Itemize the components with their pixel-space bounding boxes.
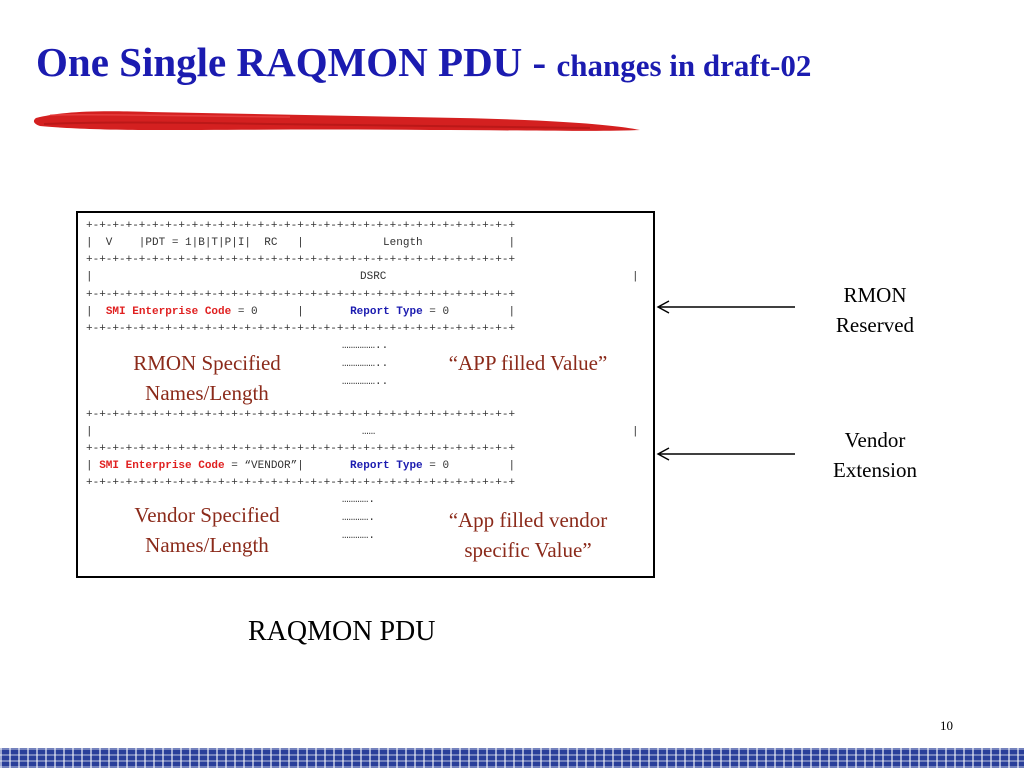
pdu-diagram-box: +-+-+-+-+-+-+-+-+-+-+-+-+-+-+-+-+-+-+-+-… (76, 211, 655, 578)
ellipsis-row-right: | (632, 426, 639, 438)
report-type-value: = 0 | (422, 306, 516, 318)
vendor-extension-arrow (656, 447, 795, 461)
vendor-extension-line-1: Vendor (844, 428, 906, 452)
dotted-separator: …………. (342, 512, 376, 524)
smi-enterprise-code-value: = “VENDOR”| (224, 460, 351, 472)
vendor-value-line-1: “App filled vendor (448, 508, 608, 532)
bit-border-line: +-+-+-+-+-+-+-+-+-+-+-+-+-+-+-+-+-+-+-+-… (86, 409, 516, 421)
vendor-extension-line-2: Extension (833, 458, 917, 482)
rmon-specified-line-1: RMON Specified (133, 351, 281, 375)
ellipsis-row-left: | (86, 426, 93, 438)
app-filled-vendor-value: “App filled vendor specific Value” (410, 505, 646, 565)
diagram-caption: RAQMON PDU (248, 616, 436, 647)
rmon-reserved-line-2: Reserved (835, 313, 915, 337)
row-prefix: | (86, 306, 106, 318)
page-number: 10 (940, 718, 953, 733)
bit-border-line: +-+-+-+-+-+-+-+-+-+-+-+-+-+-+-+-+-+-+-+-… (86, 220, 516, 232)
vendor-value-line-2: specific Value” (464, 538, 592, 562)
dotted-separator: …………. (342, 494, 376, 506)
rmon-reserved-line-1: RMON (843, 283, 907, 307)
rmon-specified-line-2: Names/Length (145, 381, 269, 405)
report-type-value: = 0 | (422, 460, 516, 472)
vendor-specified-line-1: Vendor Specified (134, 503, 280, 527)
bit-border-line: +-+-+-+-+-+-+-+-+-+-+-+-+-+-+-+-+-+-+-+-… (86, 477, 516, 489)
bit-border-line: +-+-+-+-+-+-+-+-+-+-+-+-+-+-+-+-+-+-+-+-… (86, 289, 516, 301)
rmon-reserved-label: RMON Reserved (810, 280, 940, 340)
row-prefix: | (86, 460, 100, 472)
red-brush-stroke (33, 111, 641, 131)
rmon-specified-names: RMON Specified Names/Length (96, 348, 318, 408)
bit-border-line: +-+-+-+-+-+-+-+-+-+-+-+-+-+-+-+-+-+-+-+-… (86, 323, 516, 335)
bit-border-line: +-+-+-+-+-+-+-+-+-+-+-+-+-+-+-+-+-+-+-+-… (86, 443, 516, 455)
rmon-smi-row: | SMI Enterprise Code = 0 | Report Type … (86, 306, 515, 319)
slide-title: One Single RAQMON PDU - changes in draft… (36, 38, 811, 86)
smi-enterprise-code-label: SMI Enterprise Code (105, 306, 232, 318)
footer-pattern-band (0, 748, 1024, 768)
title-subtitle: changes in draft-02 (556, 48, 812, 83)
smi-enterprise-code-value: = 0 | (231, 306, 351, 318)
dotted-separator: …………….. (342, 340, 389, 352)
dsrc-label: DSRC (360, 271, 387, 283)
vendor-smi-row: | SMI Enterprise Code = “VENDOR”| Report… (86, 460, 515, 473)
ellipsis-label: …… (362, 426, 376, 438)
report-type-label: Report Type (350, 306, 423, 318)
header-row: | V |PDT = 1|B|T|P|I| RC | Length | (86, 237, 516, 249)
dotted-separator: …………. (342, 530, 376, 542)
dsrc-row-right: | (632, 271, 639, 283)
rmon-reserved-arrow (656, 300, 795, 314)
smi-enterprise-code-label: SMI Enterprise Code (99, 460, 225, 472)
vendor-specified-names: Vendor Specified Names/Length (96, 500, 318, 560)
app-filled-value: “APP filled Value” (448, 351, 608, 375)
vendor-extension-label: Vendor Extension (810, 425, 940, 485)
vendor-specified-line-2: Names/Length (145, 533, 269, 557)
dotted-separator: …………….. (342, 358, 389, 370)
report-type-label: Report Type (350, 460, 423, 472)
bit-border-line: +-+-+-+-+-+-+-+-+-+-+-+-+-+-+-+-+-+-+-+-… (86, 254, 516, 266)
dotted-separator: …………….. (342, 376, 389, 388)
dsrc-row-left: | (86, 271, 93, 283)
title-main: One Single RAQMON PDU - (36, 39, 557, 85)
